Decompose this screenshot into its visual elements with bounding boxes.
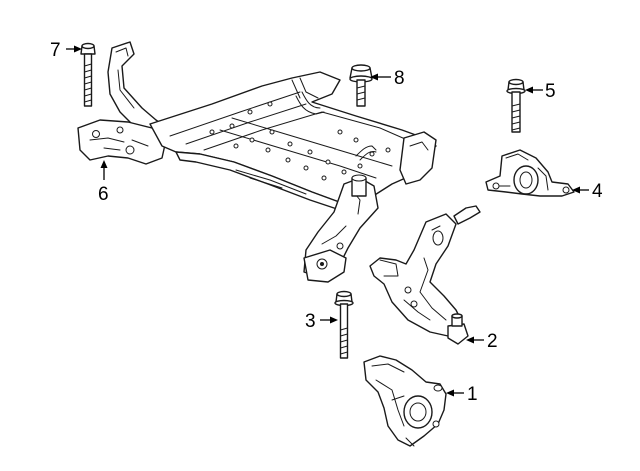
bolt-8 [349, 64, 373, 107]
arrowhead-3 [330, 316, 338, 324]
arrowhead-2 [466, 336, 474, 344]
bolt-3 [334, 290, 354, 359]
arrowhead-4 [572, 186, 580, 194]
callout-3: 3 [305, 311, 316, 332]
arrowhead-6 [100, 160, 108, 168]
front-crossmember [77, 41, 437, 283]
arrowhead-7 [74, 45, 82, 53]
bolt-5 [506, 78, 526, 133]
callout-leaders [66, 45, 589, 397]
bolt-7 [80, 42, 96, 107]
arrowhead-5 [525, 86, 533, 94]
control-arm-2 [369, 205, 481, 345]
arrowhead-1 [446, 389, 454, 397]
callout-6: 6 [98, 184, 109, 205]
arrowhead-8 [370, 73, 378, 81]
callout-5: 5 [545, 81, 556, 102]
callout-7: 7 [50, 40, 61, 61]
callout-8: 8 [394, 68, 405, 89]
callout-labels: 7 8 5 4 6 3 2 1 [50, 40, 603, 405]
callout-1: 1 [467, 384, 478, 405]
callout-2: 2 [487, 331, 498, 352]
callout-4: 4 [592, 181, 603, 202]
steering-knuckle-1 [363, 355, 447, 447]
bushing-bracket-4 [485, 149, 575, 197]
